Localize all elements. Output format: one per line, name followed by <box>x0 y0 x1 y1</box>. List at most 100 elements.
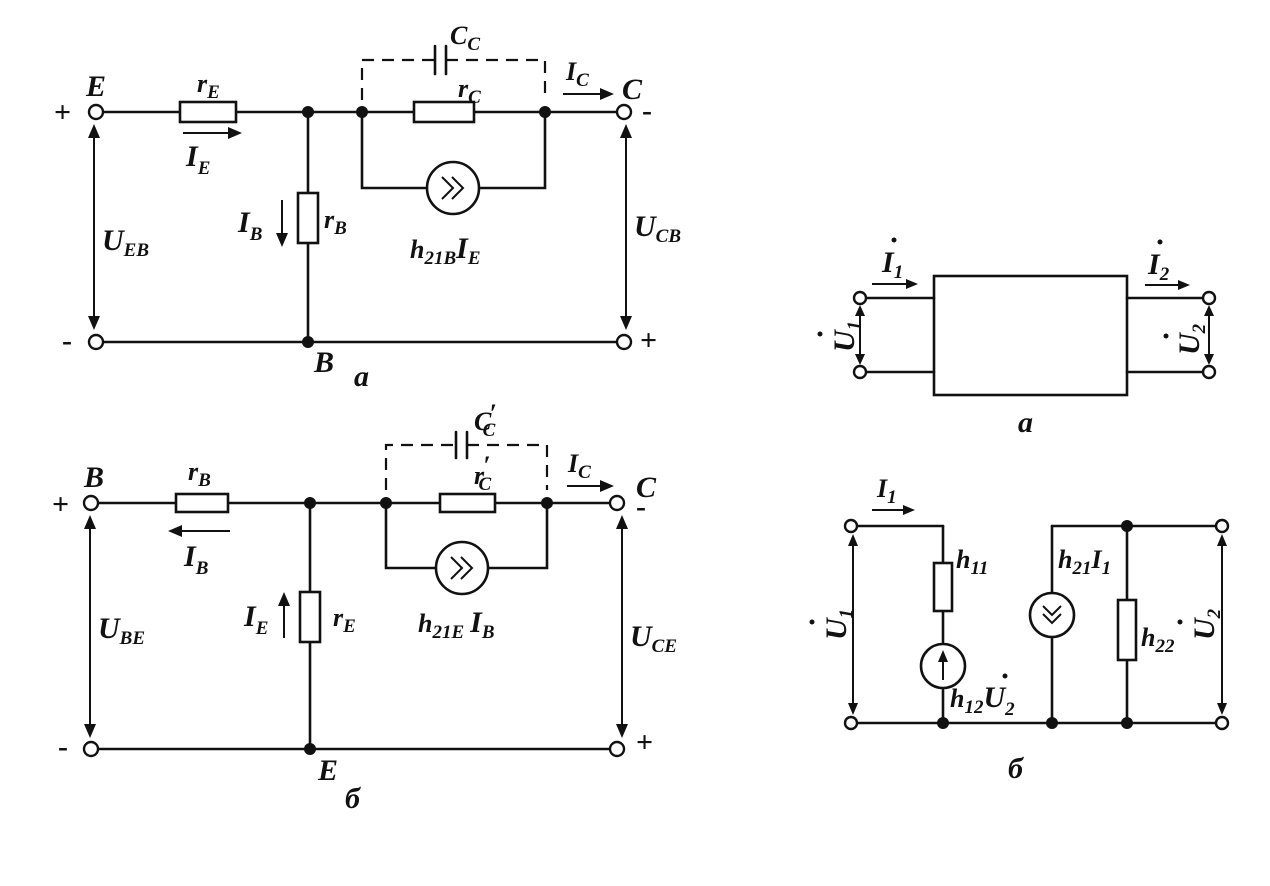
arrow-ib-icon <box>168 525 230 537</box>
node-dot <box>302 106 314 118</box>
label-source-h21b-ie: h21BIE <box>410 232 481 269</box>
node-dot <box>304 743 316 755</box>
terminal <box>1214 518 1230 534</box>
arrow-ib-icon <box>276 200 288 247</box>
label-u2: U2 <box>1188 608 1225 640</box>
dot-above-u2 <box>1002 673 1008 679</box>
label-ie: IE <box>243 600 268 639</box>
circuit-b-common-emitter: B C E б + - - + rB IB r′C C′C IC IE rE h… <box>52 399 677 815</box>
label-ube: UBE <box>98 612 145 649</box>
label-h12-u2: h12U2 <box>950 681 1015 720</box>
terminal <box>852 290 868 306</box>
label-h11: h11 <box>956 545 988 579</box>
label-terminal-c: C <box>636 471 657 504</box>
sign-minus-left: - <box>62 324 72 357</box>
label-cc: CC <box>450 21 480 55</box>
arrow-uce-icon <box>616 515 628 738</box>
resistor-re <box>178 100 238 124</box>
terminal-c <box>615 103 633 121</box>
arrow-u2-icon <box>1204 305 1214 365</box>
dot-on-u1 <box>817 331 823 337</box>
label-ib: IB <box>237 206 262 245</box>
label-u1: U1 <box>828 321 865 352</box>
label-node-e: E <box>317 754 338 787</box>
label-ucb: UCB <box>634 210 681 247</box>
current-source-h21-icon <box>1028 591 1076 639</box>
resistor-re <box>298 590 322 644</box>
label-rc: rC <box>458 74 481 108</box>
label-uce: UCE <box>630 620 677 657</box>
quad-b-wires <box>854 524 1222 725</box>
quadripole-a: I1 I2 U1 U2 а <box>817 237 1217 439</box>
label-re: rE <box>197 69 220 103</box>
node-dot <box>541 497 553 509</box>
dot-on-u1 <box>809 619 815 625</box>
resistor-rb <box>296 191 320 245</box>
terminal-e <box>87 103 105 121</box>
sign-minus-right: - <box>636 490 646 523</box>
sign-plus-left: + <box>54 96 71 129</box>
arrow-ube-icon <box>84 515 96 738</box>
label-h21-i1: h21I1 <box>1058 545 1111 579</box>
terminal <box>1201 364 1217 380</box>
current-source-a-icon <box>425 160 481 216</box>
sign-plus-right: + <box>640 324 657 357</box>
resistor-rc <box>412 100 476 124</box>
terminal-bottom-right <box>615 333 633 351</box>
label-ic: IC <box>567 449 591 483</box>
node-dot <box>539 106 551 118</box>
terminal <box>1201 290 1217 306</box>
sign-plus-right: + <box>636 726 653 759</box>
capacitor-cc <box>433 44 448 76</box>
label-terminal-b: B <box>83 461 104 494</box>
sign-minus-left: - <box>58 730 68 763</box>
dot-above-i1 <box>891 237 897 243</box>
terminal-bottom-left <box>82 740 100 758</box>
resistor-rc <box>438 492 497 514</box>
label-u1: U1 <box>820 609 857 640</box>
sign-minus-right: - <box>642 94 652 127</box>
arrow-ic-icon <box>567 480 614 492</box>
sign-plus-left: + <box>52 488 69 521</box>
terminal <box>1214 715 1230 731</box>
dot-on-u2 <box>1163 333 1169 339</box>
arrow-i1-icon <box>872 279 918 289</box>
node-dot <box>356 106 368 118</box>
label-ib: IB <box>183 540 208 579</box>
resistor-h11 <box>932 561 954 613</box>
label-terminal-e: E <box>85 70 106 103</box>
dot-on-u2 <box>1177 619 1183 625</box>
node-dot <box>380 497 392 509</box>
arrow-i1-icon <box>872 505 915 515</box>
caption-a: а <box>354 360 369 393</box>
label-cc-prime: C′C <box>474 399 497 441</box>
node-dot <box>937 717 949 729</box>
node-dot <box>1046 717 1058 729</box>
terminal <box>843 715 859 731</box>
node-dot <box>1121 717 1133 729</box>
terminal-b <box>82 494 100 512</box>
label-rb: rB <box>188 457 211 491</box>
dot-above-i2 <box>1157 239 1163 245</box>
node-dot <box>304 497 316 509</box>
quadripole-b-h-params: I1 h11 h12U2 h21I1 h22 U1 U2 б <box>809 474 1230 785</box>
resistor-rb <box>174 492 230 514</box>
resistor-h22 <box>1116 598 1138 662</box>
terminal <box>852 364 868 380</box>
node-dot <box>1121 520 1133 532</box>
current-source-b-icon <box>434 540 490 596</box>
arrow-ic-icon <box>563 88 614 100</box>
quadripole-box <box>932 274 1129 397</box>
label-rb: rB <box>324 205 347 239</box>
label-ie: IE <box>185 140 210 179</box>
arrow-u2-icon <box>1217 534 1227 715</box>
label-u2: U2 <box>1173 323 1210 355</box>
label-i1: I1 <box>881 246 903 283</box>
arrow-ucb-icon <box>620 124 632 330</box>
label-node-b: B <box>313 346 334 379</box>
arrow-u1-icon <box>855 305 865 365</box>
terminal-bottom-left <box>87 333 105 351</box>
label-rc-prime: r′C <box>474 451 491 495</box>
